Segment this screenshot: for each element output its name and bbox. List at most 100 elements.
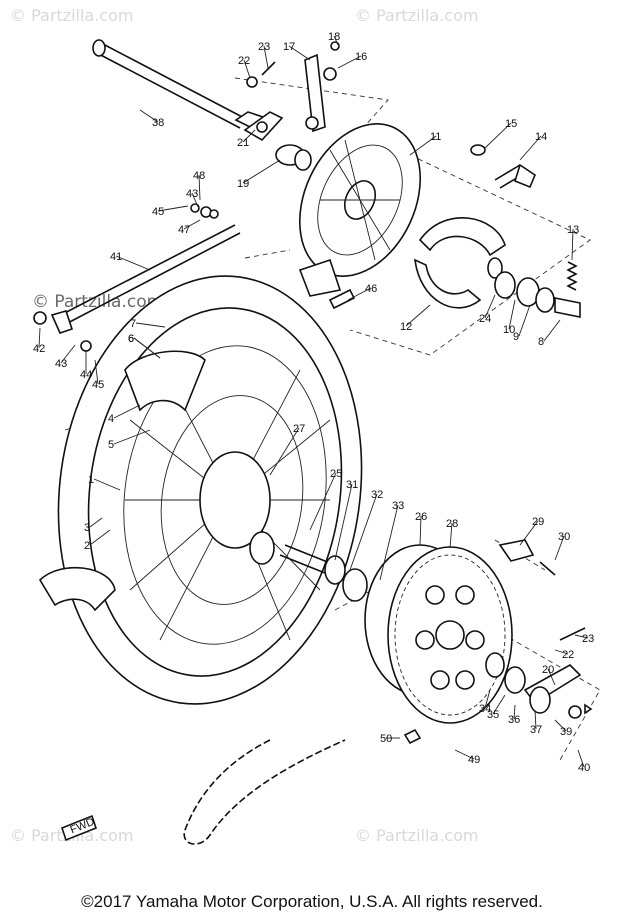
chain-adjuster-29-30: [498, 539, 586, 641]
callout-label: 28: [446, 518, 458, 530]
callout-leader: [115, 255, 151, 271]
callout-label: 36: [508, 714, 520, 726]
callout-label: 34: [479, 703, 491, 715]
callout-leader: [135, 322, 166, 328]
callout-leader: [518, 304, 531, 337]
callout-label: 45: [152, 206, 164, 218]
callout-leader: [409, 135, 437, 156]
callout-label: 39: [560, 726, 572, 738]
callout-label: 13: [567, 224, 579, 236]
callout-leader: [484, 122, 512, 149]
callout-label: 29: [532, 516, 544, 528]
callout-label: 40: [578, 762, 590, 774]
callout-label: 22: [562, 649, 574, 661]
callout-leader: [113, 404, 141, 419]
callout-label: 8: [538, 336, 544, 348]
callout-label: 37: [530, 724, 542, 736]
callout-leader: [534, 709, 537, 730]
callout-label: 1: [88, 474, 94, 486]
callout-label: 24: [479, 313, 491, 325]
callout-label: 16: [355, 51, 367, 63]
callout-leader: [519, 520, 539, 546]
callout-leader: [191, 192, 199, 208]
callout-leader: [449, 522, 453, 549]
callout-label: 49: [468, 754, 480, 766]
callout-leader: [554, 535, 565, 561]
callout-leader: [349, 493, 378, 571]
callout-leader: [554, 649, 569, 655]
rear-sprocket-28: [387, 546, 513, 724]
callout-leader: [347, 287, 372, 301]
callout-label: 22: [238, 55, 250, 67]
watermark-mid-left: © Partzilla.com: [32, 292, 164, 312]
watermark-top-right: © Partzilla.com: [355, 6, 479, 25]
callout-label: 4: [108, 413, 114, 425]
callout-label: 48: [193, 170, 205, 182]
callout-label: 19: [237, 178, 249, 190]
tube-and-band-4-6: [38, 350, 206, 612]
callout-label: 17: [283, 41, 295, 53]
callout-leader: [519, 135, 542, 161]
brake-shoes-12: [414, 217, 506, 309]
callout-leader: [157, 205, 189, 212]
callout-label: 45: [92, 379, 104, 391]
callout-label: 21: [237, 137, 249, 149]
callout-label: 11: [430, 131, 441, 143]
callout-leader: [333, 35, 339, 46]
torque-link-17: [304, 41, 340, 133]
callout-leader: [309, 472, 337, 531]
watermark-top-left: © Partzilla.com: [10, 6, 134, 25]
callout-leader: [484, 294, 496, 319]
callout-label: 18: [328, 31, 340, 43]
rear-wheel-assembly: [57, 275, 363, 705]
callout-label: 3: [84, 522, 90, 534]
callout-leader: [139, 109, 159, 123]
right-axle-hardware: [485, 652, 593, 719]
adjuster-21: [243, 111, 284, 142]
callout-leader: [547, 668, 556, 686]
callout-leader: [89, 517, 103, 528]
callout-label: 9: [513, 331, 519, 343]
callout-leader: [242, 159, 281, 184]
callout-label: 33: [392, 500, 404, 512]
callout-label: 44: [80, 369, 92, 381]
callout-label: 10: [503, 324, 515, 336]
callout-leader: [263, 45, 269, 69]
callout-leader: [337, 55, 362, 69]
callout-label: 6: [128, 333, 134, 345]
callout-label: 23: [258, 41, 270, 53]
callout-leader: [89, 529, 111, 546]
drive-chain-49: [183, 739, 346, 845]
callout-label: 2: [84, 540, 90, 552]
callout-label: 50: [380, 733, 392, 745]
callout-leader: [113, 429, 151, 445]
callout-label: 27: [293, 423, 305, 435]
callout-leader: [38, 327, 41, 349]
callout-label: 32: [371, 489, 383, 501]
callout-label: 5: [108, 439, 114, 451]
callout-numbers: 1234566789101112131415161718192021222223…: [33, 31, 594, 774]
callout-leader: [183, 219, 201, 230]
callout-label: 7: [130, 318, 136, 330]
callout-leader: [508, 299, 516, 330]
callout-leader: [243, 59, 251, 79]
callout-leader: [133, 337, 161, 359]
callout-leader: [198, 174, 201, 201]
brake-cam-14: [470, 144, 536, 189]
callout-label: 43: [186, 188, 198, 200]
callout-label: 23: [582, 633, 594, 645]
callout-leader: [574, 634, 589, 639]
callout-leader: [288, 45, 311, 61]
callout-label: 12: [400, 321, 412, 333]
callout-label: 42: [33, 343, 45, 355]
callout-leader: [484, 689, 491, 709]
callout-leader: [454, 749, 475, 760]
callout-label: 35: [487, 709, 499, 721]
callout-label: 38: [152, 117, 164, 129]
callout-leader: [93, 478, 121, 491]
callout-label: 41: [110, 251, 122, 263]
brake-plate-11: [298, 123, 422, 297]
hardware-43-48: [190, 203, 356, 310]
callout-leader: [513, 704, 516, 720]
callout-leader: [571, 228, 574, 261]
